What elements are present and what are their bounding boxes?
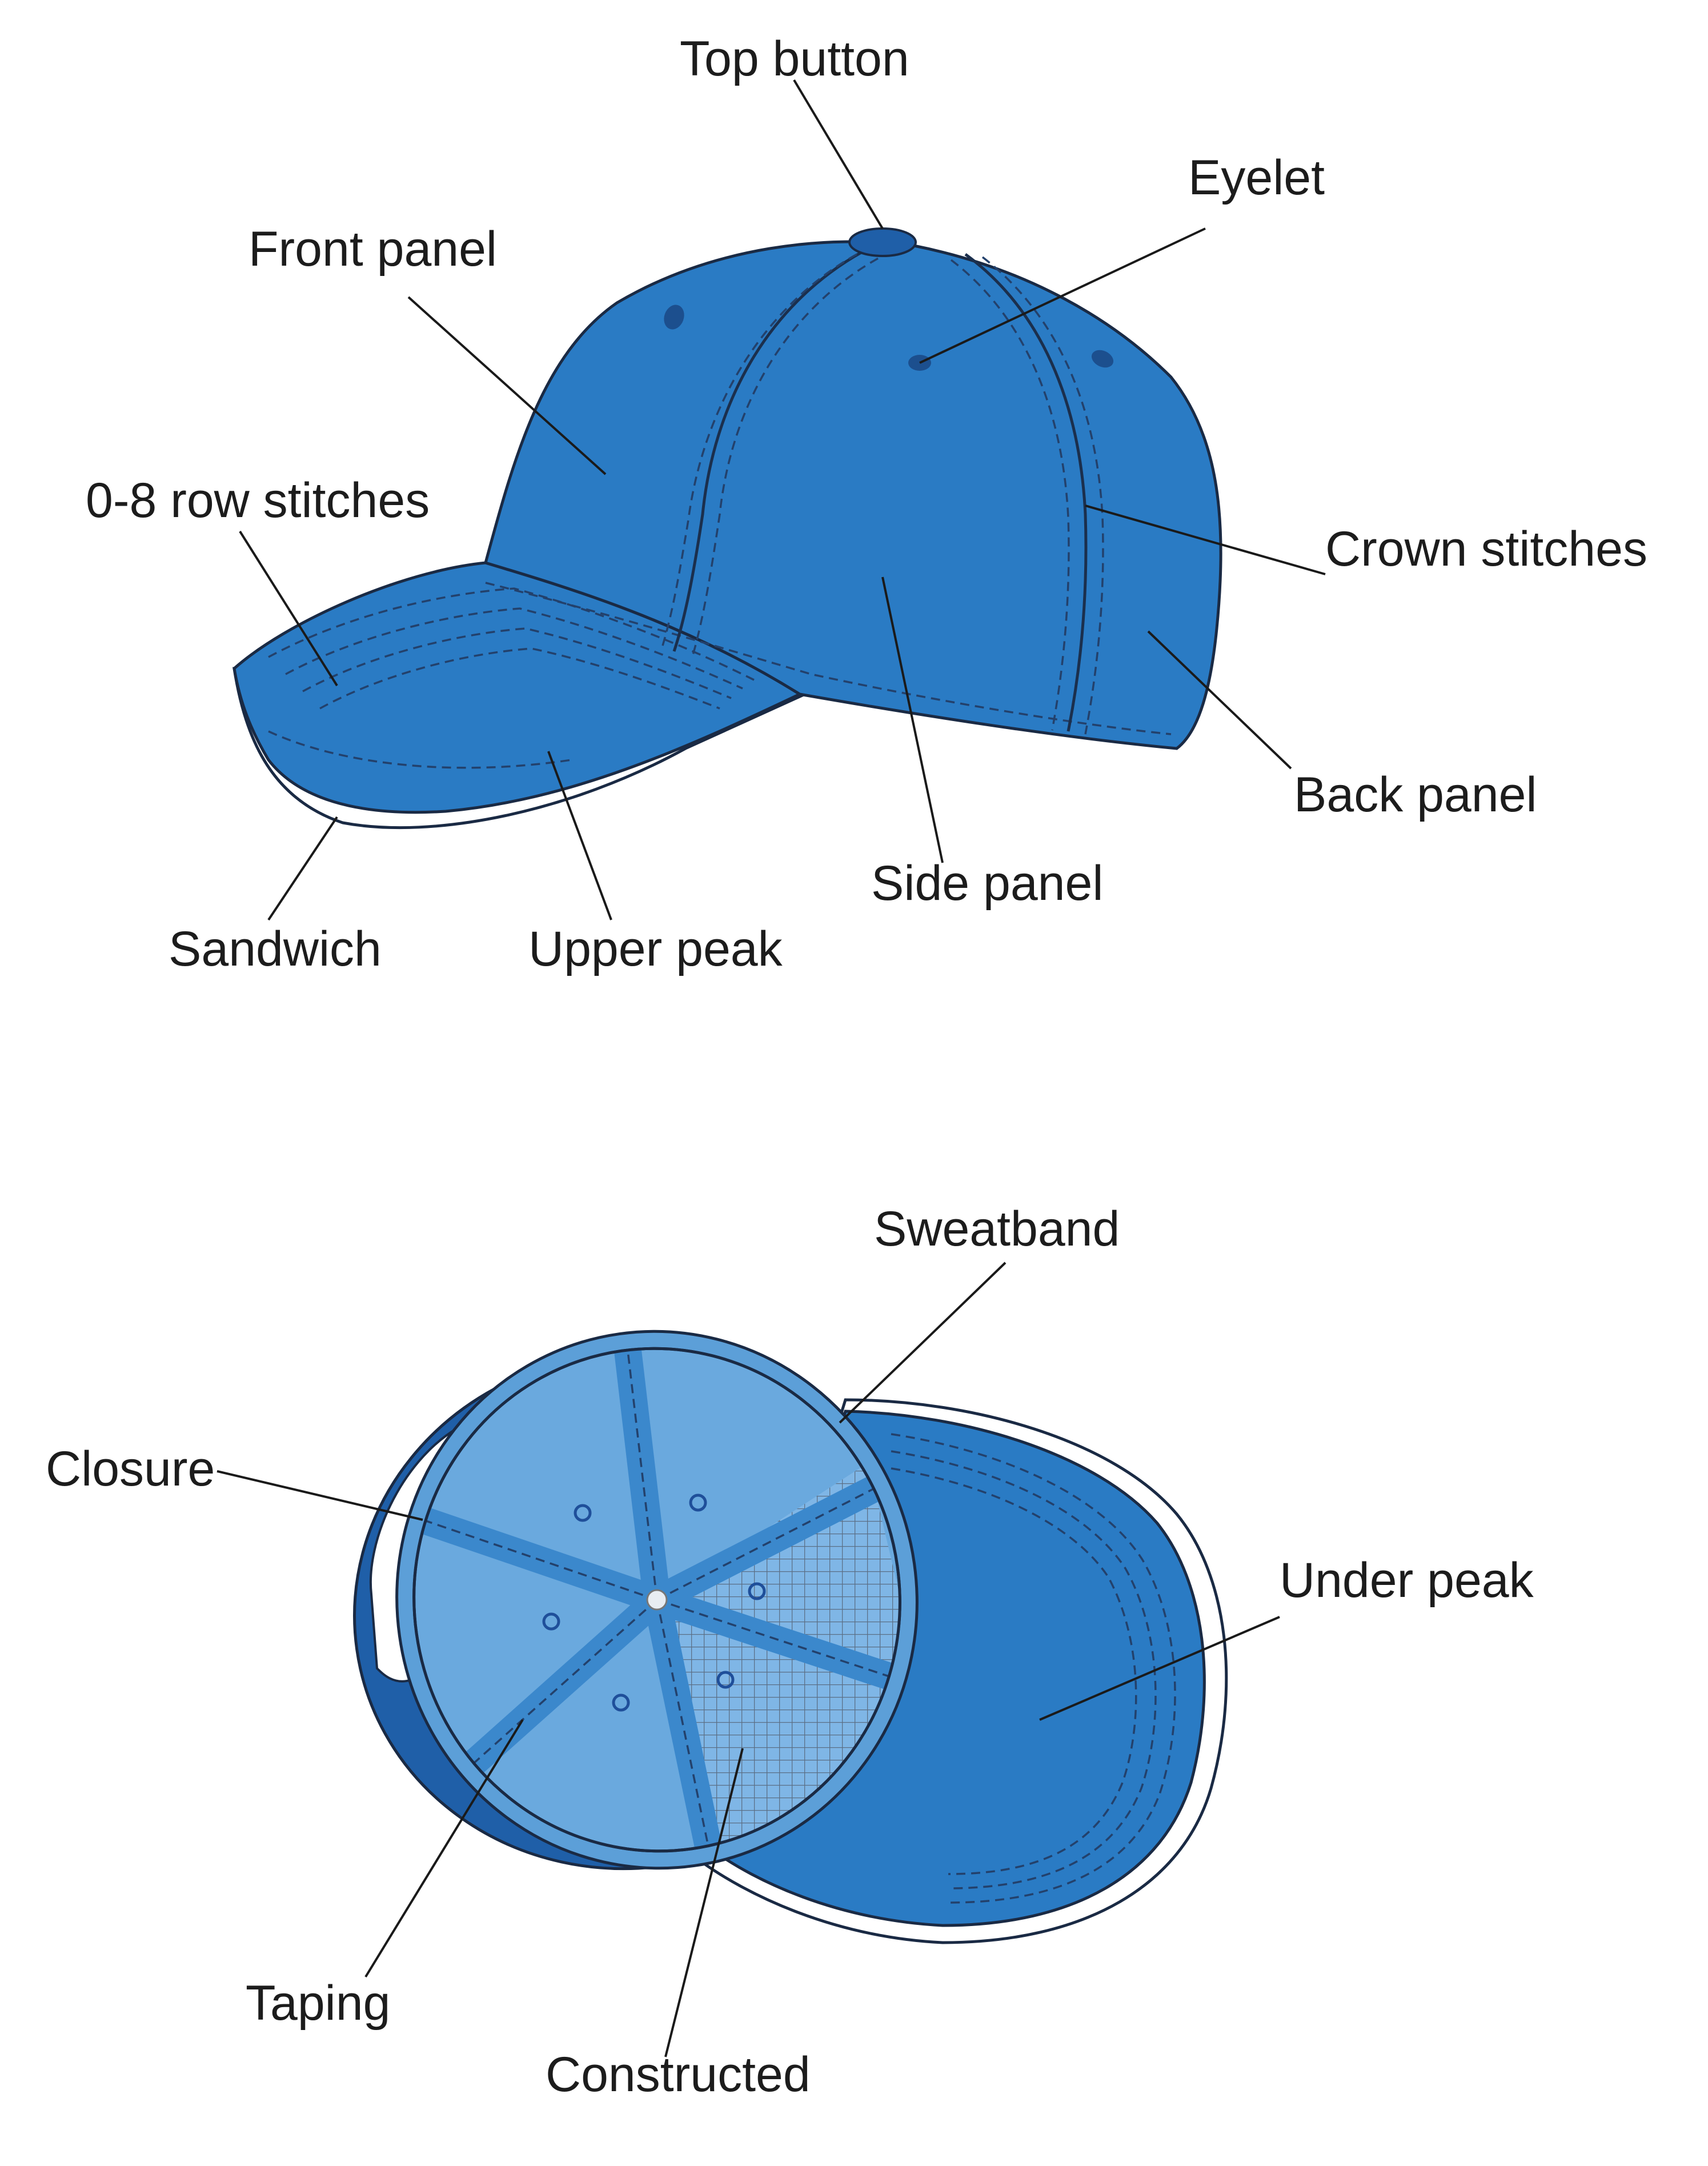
inner-eyelet-3 xyxy=(748,1582,766,1600)
leader-sandwich xyxy=(267,816,338,921)
seam-side-back xyxy=(964,253,1088,732)
leader-sweatband xyxy=(839,1262,1007,1424)
cap-underside-view xyxy=(353,1330,1228,1944)
seam-front-side-stitch-a xyxy=(661,253,857,646)
brim-stitch-2 xyxy=(285,607,743,690)
eyelet-front xyxy=(664,305,684,330)
crown-stitch-b xyxy=(981,256,1104,735)
label-crown-stitches: Crown stitches xyxy=(1325,522,1647,576)
leader-side-panel xyxy=(881,576,944,863)
label-back-panel: Back panel xyxy=(1294,767,1537,822)
label-constructed: Constructed xyxy=(546,2047,811,2102)
leader-back-panel xyxy=(1147,630,1292,770)
inner-crown-edge xyxy=(412,1347,901,1853)
brim-stitch-1 xyxy=(268,587,755,681)
label-side-panel: Side panel xyxy=(871,856,1103,911)
leader-crown-stitches xyxy=(1085,505,1326,575)
inner-eyelet-4 xyxy=(716,1671,735,1689)
label-under-peak: Under peak xyxy=(1280,1553,1534,1608)
label-top-button: Top button xyxy=(680,31,909,86)
top-button-shape xyxy=(848,227,917,257)
seam-front-side-stitch-b xyxy=(691,250,892,658)
label-taping: Taping xyxy=(246,1976,390,2031)
leader-row-stitches xyxy=(239,530,338,687)
leader-closure xyxy=(216,1470,423,1521)
inner-eyelet-1 xyxy=(574,1504,592,1522)
taping-strips xyxy=(418,1330,930,1877)
upper-peak-shape xyxy=(232,561,803,814)
label-front-panel: Front panel xyxy=(248,222,497,277)
leader-top-button xyxy=(793,79,884,230)
center-button xyxy=(646,1589,668,1611)
label-closure: Closure xyxy=(46,1442,215,1496)
eyelet-back xyxy=(1091,350,1114,368)
leader-under-peak xyxy=(1039,1616,1280,1721)
inner-eyelet-5 xyxy=(612,1693,630,1712)
leader-front-panel xyxy=(407,296,607,475)
seam-front-side xyxy=(672,244,875,652)
brim-stitch-5 xyxy=(268,730,572,769)
label-sweatband: Sweatband xyxy=(874,1202,1120,1256)
under-peak-stitch-2 xyxy=(891,1450,1157,1889)
leader-taping xyxy=(364,1719,524,1978)
cap-side-view xyxy=(232,227,1222,830)
labels: Top button Eyelet Front panel 0-8 row st… xyxy=(46,31,1647,2102)
label-eyelet: Eyelet xyxy=(1188,150,1325,205)
leader-upper-peak xyxy=(547,751,612,920)
crown-stitch-a xyxy=(950,259,1070,731)
leader-constructed xyxy=(664,1748,744,2057)
under-peak-stitch-1 xyxy=(891,1433,1176,1904)
crown-shape xyxy=(483,240,1222,750)
label-sandwich: Sandwich xyxy=(169,922,382,976)
leader-lines xyxy=(216,79,1326,2057)
inner-eyelet-6 xyxy=(542,1612,560,1631)
under-peak-stitch-3 xyxy=(891,1467,1137,1875)
leader-eyelet xyxy=(919,227,1206,364)
label-row-stitches: 0-8 row stitches xyxy=(86,473,430,528)
brim-stitch-4 xyxy=(319,647,720,710)
label-upper-peak: Upper peak xyxy=(528,922,783,976)
inner-eyelet-2 xyxy=(689,1494,707,1512)
